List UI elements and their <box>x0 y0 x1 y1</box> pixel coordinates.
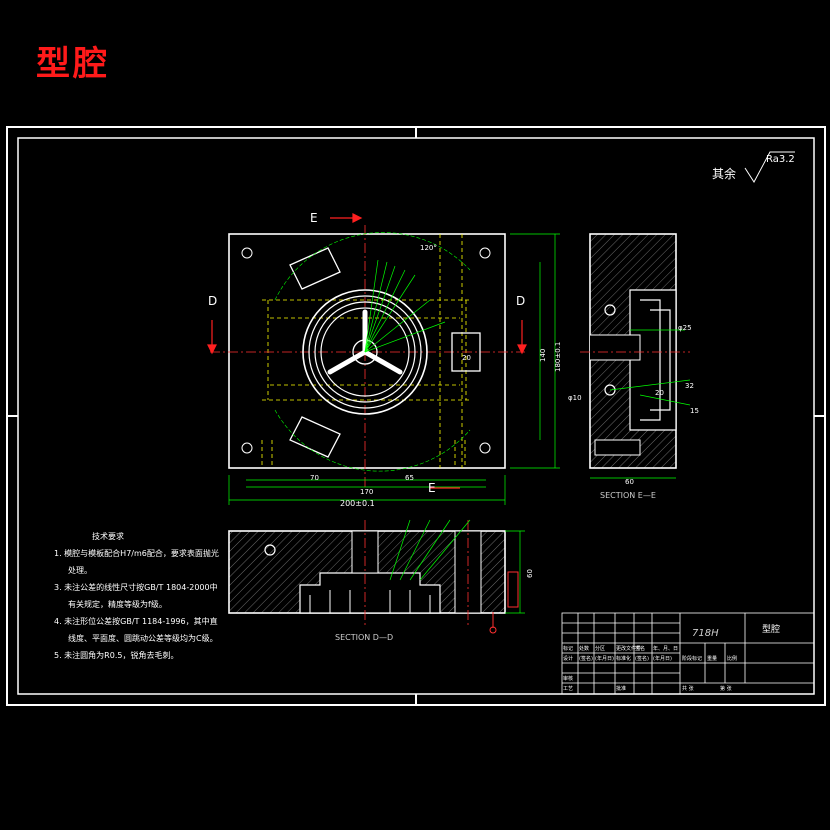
section-mark-e-top: E <box>310 211 318 225</box>
tb-cell: (年月日) <box>595 655 614 662</box>
dim-side-60: 60 <box>625 478 634 486</box>
tb-cell: 共 张 <box>682 685 694 692</box>
tb-cell: 设计 <box>563 655 573 662</box>
tb-cell: (签名) <box>635 655 649 662</box>
note-line: 4. 未注形位公差按GB/T 1184-1996，其中直 <box>54 617 218 626</box>
tb-cell: 分区 <box>595 645 605 652</box>
centering-marks <box>7 127 825 705</box>
note-line: 处理。 <box>68 566 92 575</box>
tb-cell: 审核 <box>563 675 573 682</box>
roughness-value: Ra3.2 <box>766 154 795 165</box>
notes-title: 技术要求 <box>92 532 124 541</box>
dim-side-phi10: φ10 <box>568 394 582 402</box>
dim-140: 140 <box>539 349 547 362</box>
tb-cell: 工艺 <box>563 686 573 692</box>
section-mark-d-right: D <box>516 294 525 308</box>
section-dd-label: SECTION D—D <box>335 633 393 642</box>
section-mark-d-left: D <box>208 294 217 308</box>
section-mark-e-bottom: E <box>428 481 436 495</box>
title-block <box>561 612 815 695</box>
dim-side-phi25: φ25 <box>678 324 692 332</box>
dim-70: 70 <box>310 474 319 482</box>
roughness-symbol <box>744 151 795 183</box>
note-line: 5. 未注圆角为R0.5，锐角去毛刺。 <box>54 651 179 660</box>
tb-cell: 批准 <box>616 685 626 692</box>
plan-outline <box>228 233 506 469</box>
material-text: 718H <box>692 628 719 639</box>
dim-20: 20 <box>462 354 471 362</box>
tb-cell: 重量 <box>707 655 717 662</box>
note-line: 3. 未注公差的线性尺寸按GB/T 1804-2000中 <box>54 583 218 592</box>
tb-cell: 标准化 <box>616 655 631 662</box>
technical-notes: 技术要求 1. 模腔与模板配合H7/m6配合，要求表面抛光 处理。 3. 未注公… <box>54 528 219 664</box>
tb-cell: 第 张 <box>720 685 732 692</box>
tb-cell: 处数 <box>579 645 589 652</box>
roughness-label: 其余 <box>712 166 736 181</box>
dim-65: 65 <box>405 474 414 482</box>
tb-cell: 标记 <box>563 645 573 652</box>
dim-200: 200±0.1 <box>340 499 375 508</box>
section-ee-label: SECTION E—E <box>600 491 656 500</box>
tb-cell: 签名 <box>635 645 645 652</box>
tb-cell: (签名) <box>579 655 593 662</box>
dim-180: 180±0.1 <box>554 342 562 372</box>
note-line: 1. 模腔与模板配合H7/m6配合，要求表面抛光 <box>54 549 219 558</box>
tb-cell: 比例 <box>727 655 737 662</box>
tb-cell: 更改文件号 <box>616 645 641 652</box>
note-line: 有关规定，精度等级为f级。 <box>68 600 167 609</box>
part-name-text: 型腔 <box>762 623 780 635</box>
side-view-e-e <box>580 233 691 479</box>
dim-side-20: 20 <box>655 389 664 397</box>
dim-side-15: 15 <box>690 407 699 415</box>
tb-cell: (年月日) <box>653 655 672 662</box>
dim-section-60: 60 <box>526 569 534 578</box>
tb-cell: 阶段标记 <box>682 655 702 662</box>
tb-cell: 年、月、日 <box>653 645 678 652</box>
dim-170: 170 <box>360 488 373 496</box>
page-title: 型腔 <box>36 44 110 84</box>
note-line: 线度、平面度、圆跳动公差等级均为C级。 <box>68 634 218 643</box>
dim-side-32: 32 <box>685 382 694 390</box>
plan-view <box>207 213 560 505</box>
dim-120deg: 120° <box>420 244 437 252</box>
section-view-d-d <box>228 519 525 634</box>
